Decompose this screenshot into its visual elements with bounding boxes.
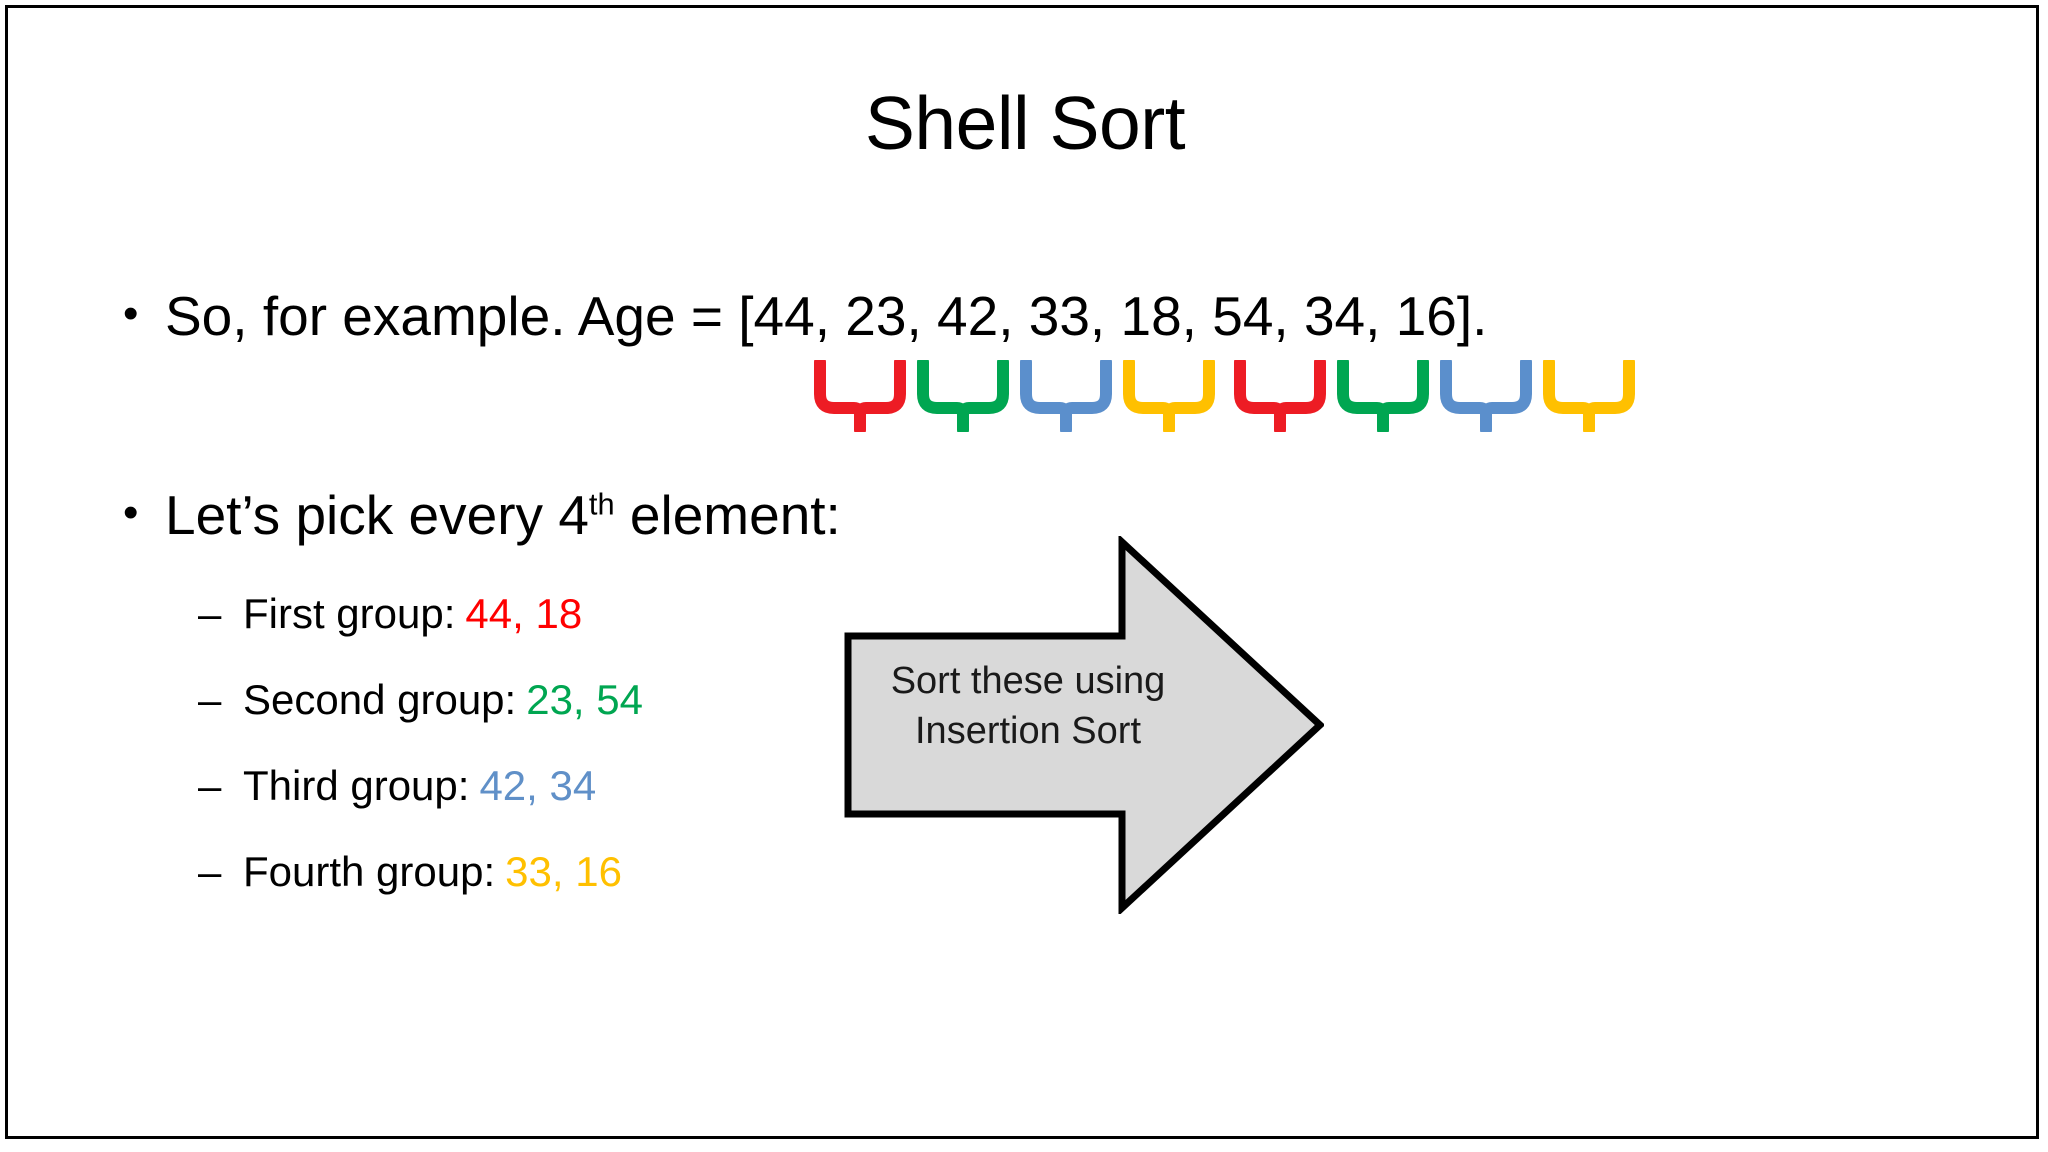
dash-marker-icon: –	[198, 762, 222, 809]
ordinal-suffix: th	[588, 486, 615, 522]
brace-under-18	[1234, 360, 1326, 432]
list-item-third-group: – Third group: 42, 34	[198, 762, 597, 809]
first-group-values: 44, 18	[465, 590, 583, 637]
bullet-marker-icon: •	[123, 488, 139, 537]
brace-under-23	[917, 360, 1009, 432]
brace-under-54	[1337, 360, 1429, 432]
second-group-values: 23, 54	[526, 676, 643, 723]
bullet-marker-icon: •	[123, 289, 139, 338]
list-item-first-group: – First group: 44, 18	[198, 590, 583, 637]
fourth-group-label: Fourth group:	[243, 848, 496, 895]
second-group-label: Second group:	[243, 676, 517, 723]
list-item-second-group: – Second group: 23, 54	[198, 676, 643, 723]
bullet-pick-text: Let’s pick every 4th element:	[165, 485, 841, 546]
third-group-values: 42, 34	[479, 762, 597, 809]
arrow-text-line-2: Insertion Sort	[915, 710, 1141, 753]
dash-marker-icon: –	[198, 590, 222, 637]
first-group-label: First group:	[243, 590, 456, 637]
bullet-pick-text-after: element:	[614, 484, 841, 546]
brace-under-42	[1020, 360, 1112, 432]
third-group-label: Third group:	[243, 762, 470, 809]
brace-group-row	[814, 360, 1644, 432]
page-title: Shell Sort	[864, 81, 1186, 165]
dash-marker-icon: –	[198, 676, 222, 723]
brace-under-34	[1440, 360, 1532, 432]
list-item-fourth-group: – Fourth group: 33, 16	[198, 848, 622, 895]
bullet-pick-every-4th: • Let’s pick every 4th element:	[123, 485, 841, 546]
dash-marker-icon: –	[198, 848, 222, 895]
fourth-group-values: 33, 16	[505, 848, 622, 895]
bullet-pick-text-before: Let’s pick every 4	[165, 484, 589, 546]
arrow-callout: Sort these using Insertion Sort	[844, 536, 1324, 914]
brace-under-33	[1123, 360, 1215, 432]
right-arrow-icon	[844, 536, 1324, 914]
bullet-example: • So, for example. Age = [44, 23, 42, 33…	[123, 286, 1487, 347]
brace-under-16	[1543, 360, 1635, 432]
arrow-text-line-1: Sort these using	[890, 660, 1166, 702]
slide-canvas: Shell Sort • So, for example. Age = [44,…	[5, 5, 2039, 1139]
bullet-example-text: So, for example. Age = [44, 23, 42, 33, …	[165, 285, 1488, 347]
arrow-callout-text: Sort these using Insertion Sort	[858, 656, 1198, 756]
brace-under-44	[814, 360, 906, 432]
